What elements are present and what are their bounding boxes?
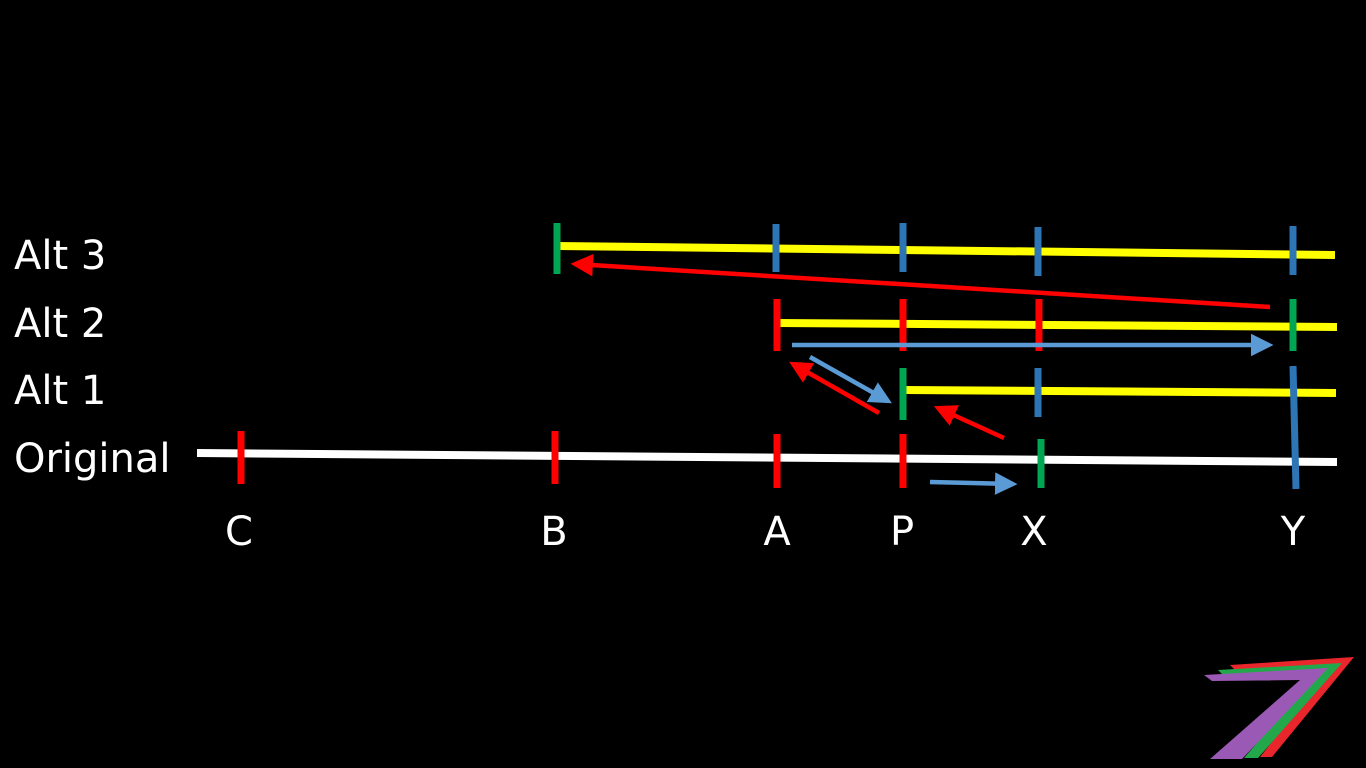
row-label-alt2: Alt 2 <box>14 301 107 347</box>
alt3-timeline-line <box>556 242 1336 259</box>
point-label-p: P <box>889 509 915 555</box>
logo-stripe-green <box>1218 663 1342 758</box>
point-label-y: Y <box>1280 509 1306 555</box>
point-label-x: X <box>1020 509 1048 555</box>
original-marker-y <box>1289 365 1300 490</box>
row-label-alt1: Alt 1 <box>14 368 107 414</box>
original-timeline-line <box>196 449 1338 466</box>
point-label-b: B <box>540 509 568 555</box>
point-label-c: C <box>225 509 253 555</box>
arrow-original-p-to-x <box>929 472 1018 495</box>
arrow-x-to-alt1-p <box>933 405 1005 441</box>
alt1-timeline-line <box>902 386 1337 397</box>
point-label-a: A <box>763 509 791 555</box>
arrow-alt1-p-to-alt2-a <box>789 361 881 415</box>
arrow-alt2-a-to-alt1-p <box>808 355 892 404</box>
arrow-alt2-y-to-alt3-b <box>570 253 1271 310</box>
alt2-timeline-line <box>776 319 1338 331</box>
row-label-alt3: Alt 3 <box>14 233 107 279</box>
row-label-original: Original <box>14 436 171 482</box>
seven-stripe-logo-icon <box>1204 657 1354 759</box>
logo-stripe-purple <box>1204 668 1328 759</box>
